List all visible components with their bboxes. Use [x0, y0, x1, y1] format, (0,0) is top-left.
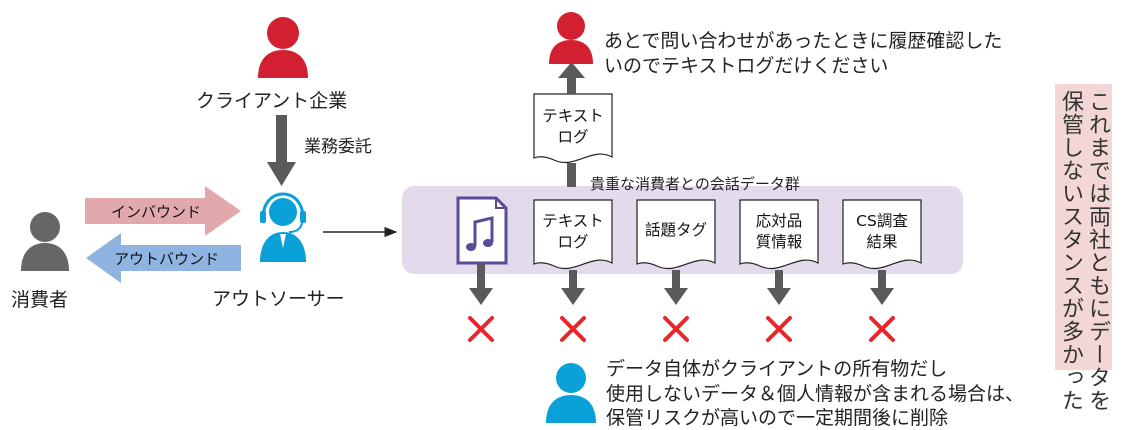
outsourcing-label: 業務委託: [304, 137, 372, 157]
audio-file-icon: [456, 196, 508, 265]
top-comment-line1: あとで問い合わせがあったときに履歴確認した: [604, 30, 1003, 52]
outsourcer-label: アウトソーサー: [212, 288, 345, 310]
exported-text-log-doc: [533, 93, 613, 163]
cross-icon: [468, 316, 895, 342]
operator-headset-icon: [260, 192, 306, 262]
exported-text-log-label: テキスト ログ: [542, 107, 604, 146]
doc-text-log: [533, 199, 613, 269]
client-company-label: クライアント企業: [196, 90, 348, 112]
consumer-label: 消費者: [11, 289, 69, 311]
outbound-arrow: [86, 233, 241, 283]
doc-cs-survey: [842, 199, 922, 269]
side-note-col2: 保管しないスタンスが多かった: [1058, 90, 1083, 412]
top-comment-line2: いのでテキストログだけください: [604, 55, 889, 77]
data-group-title: 貴重な消費者との会話データ群: [590, 175, 800, 193]
requester-person-icon: [549, 12, 593, 64]
inbound-arrow: [85, 186, 241, 236]
inbound-label: インバウンド: [111, 203, 202, 221]
outsourcer-comment-person-icon: [546, 363, 596, 423]
bottom-comment-line2: 使用しないデータ＆個人情報が含まれる場合は、: [606, 383, 1025, 405]
group-item-topic-tag: 話題タグ: [644, 221, 707, 239]
delete-arrows: [469, 263, 894, 305]
doc-topic-tag: [636, 199, 716, 269]
client-person-icon: [258, 17, 308, 78]
outsourcing-arrow: [267, 115, 296, 186]
group-item-quality-info: 応対品 質情報: [755, 212, 803, 251]
doc-quality-info: [739, 199, 819, 269]
export-up-arrow: [558, 62, 585, 187]
group-item-text-log: テキスト ログ: [542, 212, 604, 251]
outbound-label: アウトバウンド: [114, 250, 220, 268]
bottom-comment-line3: 保管リスクが高いので一定期間後に削除: [606, 407, 949, 429]
group-item-cs-survey: CS調査 結果: [856, 212, 908, 251]
side-note-col1: これまでは両社ともにデータを: [1085, 90, 1110, 412]
bottom-comment-line1: データ自体がクライアントの所有物だし: [606, 358, 948, 380]
side-note-box: これまでは両社ともにデータを 保管しないスタンスが多かった: [1055, 84, 1112, 412]
consumer-person-icon: [21, 212, 69, 271]
